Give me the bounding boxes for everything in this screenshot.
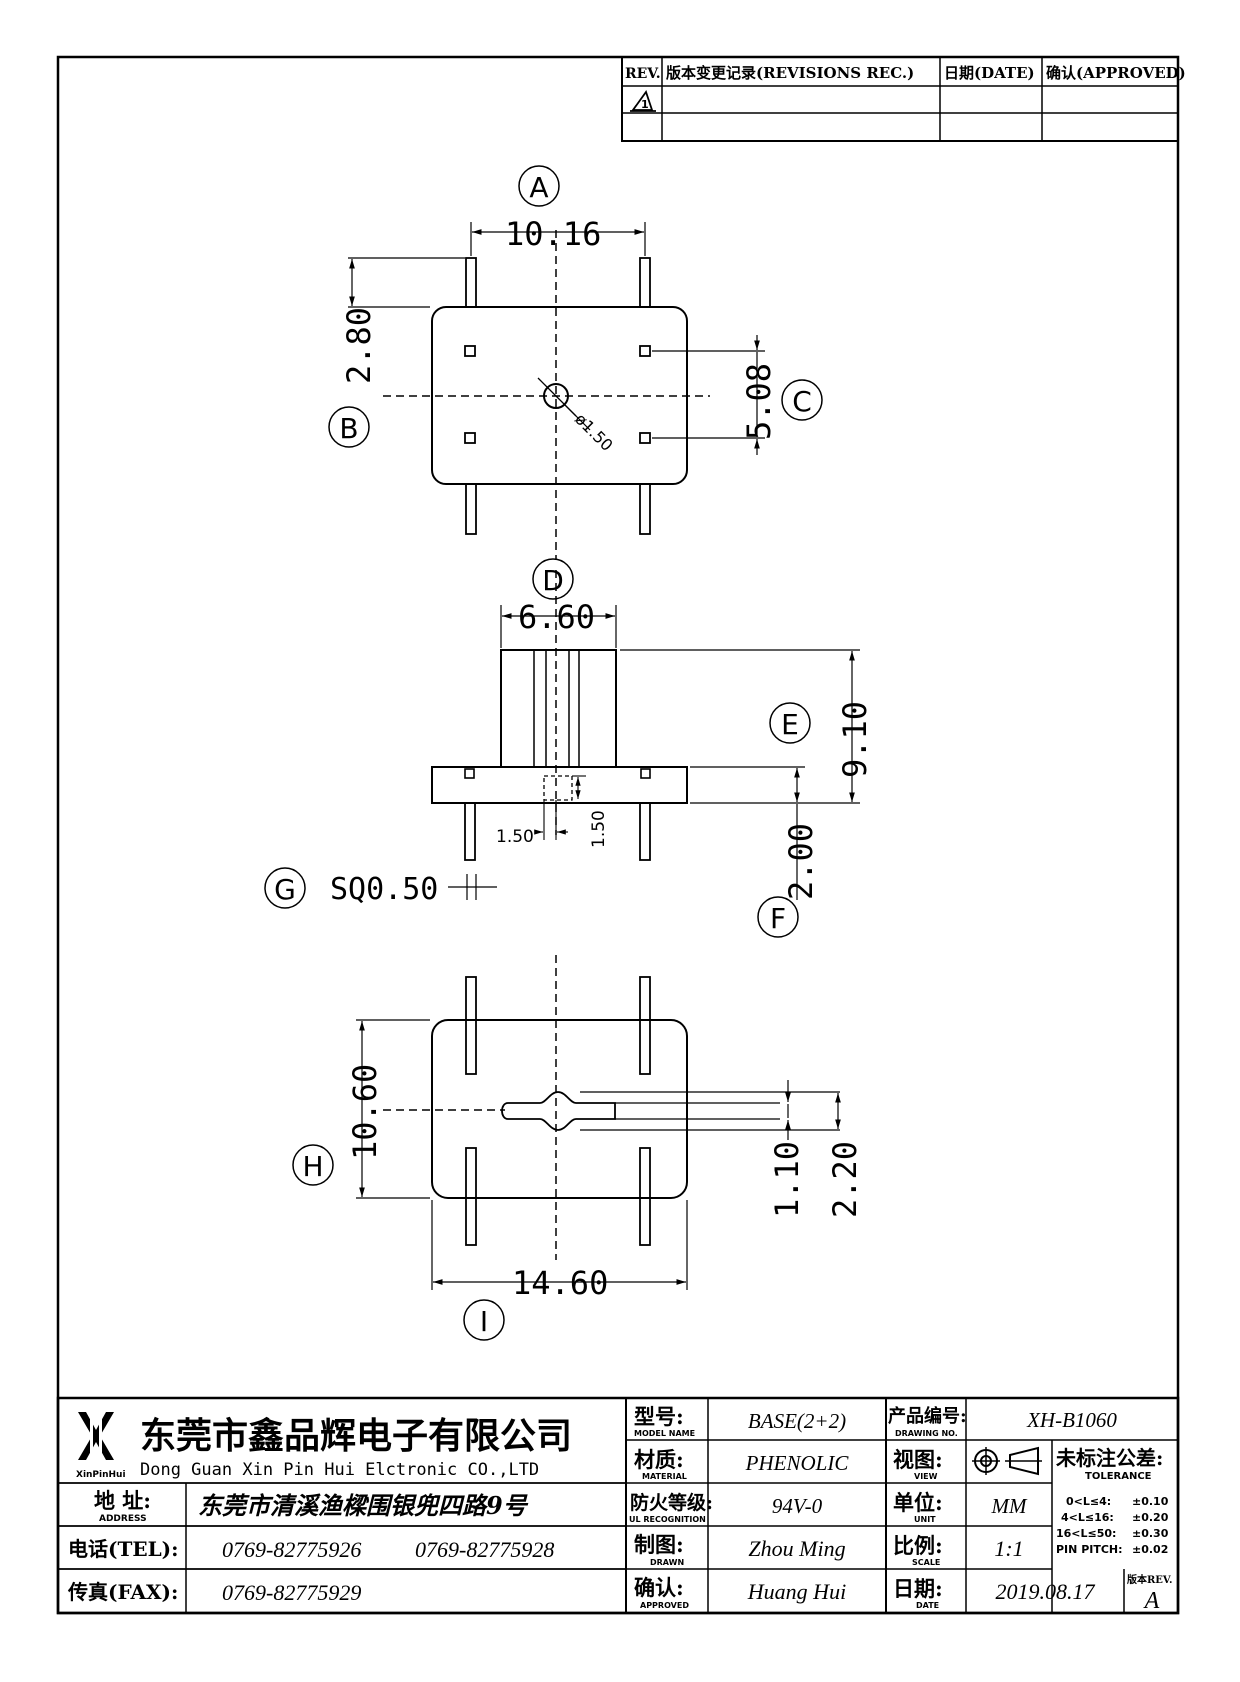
tolerance-value-1: ±0.10 xyxy=(1132,1495,1169,1508)
callout-c: C xyxy=(792,385,812,418)
drawing-no-label: 产品编号: xyxy=(888,1405,967,1427)
bottom-view: 10.60 14.60 1.10 2.20 H I xyxy=(292,955,864,1341)
model-value: BASE(2+2) xyxy=(748,1409,846,1433)
dim-pin-height: 2.80 xyxy=(340,307,378,384)
address-label: 地 址: xyxy=(94,1488,151,1513)
fax-value: 0769-82775929 xyxy=(222,1580,361,1605)
dim-slot-depth: 1.50 xyxy=(589,810,609,848)
callout-a: A xyxy=(529,171,548,204)
callout-i: I xyxy=(480,1305,488,1338)
approved-header: 确认(APPROVED) xyxy=(1046,64,1186,82)
approved-label-en: APPROVED xyxy=(640,1601,689,1610)
fax-label: 传真(FAX): xyxy=(67,1580,178,1604)
dim-base-depth: 10.60 xyxy=(346,1064,384,1160)
date-label: 日期: xyxy=(893,1576,943,1601)
drawing-no-value: XH-B1060 xyxy=(1026,1408,1117,1432)
revision-triangle-icon: 1 xyxy=(630,90,656,112)
scale-label: 比例: xyxy=(893,1533,943,1558)
tolerance-title-en: TOLERANCE xyxy=(1085,1471,1152,1482)
sheet-border xyxy=(56,55,1180,1615)
rev-value: A xyxy=(1143,1588,1160,1614)
dim-pin-section: SQ0.50 xyxy=(330,872,438,907)
tolerance-value-4: ±0.02 xyxy=(1132,1543,1168,1556)
top-view: 10.16 2.80 5.08 ø1.50 A B C xyxy=(328,165,823,560)
drawn-label-en: DRAWN xyxy=(650,1558,684,1567)
approved-value: Huang Hui xyxy=(747,1579,846,1604)
material-value: PHENOLIC xyxy=(745,1451,850,1475)
rev-header: REV. xyxy=(625,66,661,82)
logo-text: XinPinHui xyxy=(76,1470,126,1480)
record-header: 版本变更记录(REVISIONS REC.) xyxy=(666,64,914,82)
date-header: 日期(DATE) xyxy=(944,64,1035,82)
side-view: 6.60 9.10 2.00 1.50 1.50 SQ0.50 D E F G xyxy=(264,558,874,938)
unit-label-en: UNIT xyxy=(914,1515,936,1524)
dim-pin-pitch: 5.08 xyxy=(740,363,778,440)
tolerance-range-1: 0<L≤4: xyxy=(1066,1495,1111,1508)
dim-slot-width: 1.50 xyxy=(496,827,534,847)
company-name-en: Dong Guan Xin Pin Hui Elctronic CO.,LTD xyxy=(140,1460,539,1480)
ul-value: 94V-0 xyxy=(772,1494,823,1518)
date-label-en: DATE xyxy=(916,1601,939,1610)
dim-hole-dia: ø1.50 xyxy=(571,409,617,455)
dim-base-width: 14.60 xyxy=(512,1264,608,1302)
dim-groove-wide: 2.20 xyxy=(826,1141,864,1218)
tel-label: 电话(TEL): xyxy=(68,1537,179,1561)
tolerance-range-3: 16<L≤50: xyxy=(1056,1527,1116,1540)
date-value: 2019.08.17 xyxy=(996,1579,1096,1604)
callout-e: E xyxy=(781,708,799,741)
rev-label: 版本REV. xyxy=(1127,1573,1172,1586)
tolerance-value-3: ±0.30 xyxy=(1132,1527,1169,1540)
callout-h: H xyxy=(302,1150,323,1183)
dim-pin-span: 10.16 xyxy=(505,215,601,253)
ul-label-en: UL RECOGNITION xyxy=(629,1515,706,1524)
tolerance-range-2: 4<L≤16: xyxy=(1061,1511,1114,1524)
scale-value: 1:1 xyxy=(994,1536,1023,1561)
view-label-en: VIEW xyxy=(914,1472,938,1481)
approved-label: 确认: xyxy=(634,1575,684,1600)
drawn-label: 制图: xyxy=(634,1532,684,1557)
tolerance-value-2: ±0.20 xyxy=(1132,1511,1169,1524)
tolerance-title: 未标注公差: xyxy=(1056,1446,1163,1470)
dim-overall-height: 9.10 xyxy=(836,701,874,778)
revision-number: 1 xyxy=(641,98,649,111)
address-value: 东莞市清溪渔樑围银兜四路9号 xyxy=(198,1491,529,1520)
dim-groove-narrow: 1.10 xyxy=(768,1141,806,1218)
drawn-value: Zhou Ming xyxy=(748,1536,845,1561)
callout-b: B xyxy=(339,412,358,445)
material-label: 材质: xyxy=(634,1447,684,1472)
view-label: 视图: xyxy=(893,1447,943,1472)
unit-label: 单位: xyxy=(893,1490,943,1515)
callout-d: D xyxy=(542,564,564,597)
projection-symbol-icon xyxy=(972,1446,1042,1476)
model-label: 型号: xyxy=(634,1404,684,1429)
model-label-en: MODEL NAME xyxy=(634,1429,695,1438)
dim-body-width: 6.60 xyxy=(518,598,595,636)
scale-label-en: SCALE xyxy=(912,1558,940,1567)
unit-value: MM xyxy=(991,1494,1028,1518)
address-label-en: ADDRESS xyxy=(99,1514,147,1524)
material-label-en: MATERIAL xyxy=(642,1472,687,1481)
title-block: XinPinHui 东莞市鑫品辉电子有限公司 Dong Guan Xin Pin… xyxy=(56,1396,1180,1615)
tel-value-2: 0769-82775928 xyxy=(415,1537,554,1562)
callout-f: F xyxy=(770,902,786,935)
revision-table: REV. 版本变更记录(REVISIONS REC.) 日期(DATE) 确认(… xyxy=(621,56,1186,142)
dim-pin-length: 2.00 xyxy=(782,823,820,900)
company-name-cn: 东莞市鑫品辉电子有限公司 xyxy=(140,1415,572,1457)
ul-label: 防火等级: xyxy=(630,1491,713,1514)
callout-g: G xyxy=(274,873,296,906)
tolerance-range-4: PIN PITCH: xyxy=(1056,1543,1123,1556)
tel-value-1: 0769-82775926 xyxy=(222,1537,361,1562)
company-logo: XinPinHui xyxy=(76,1412,126,1480)
drawing-no-label-en: DRAWING NO. xyxy=(895,1429,958,1438)
